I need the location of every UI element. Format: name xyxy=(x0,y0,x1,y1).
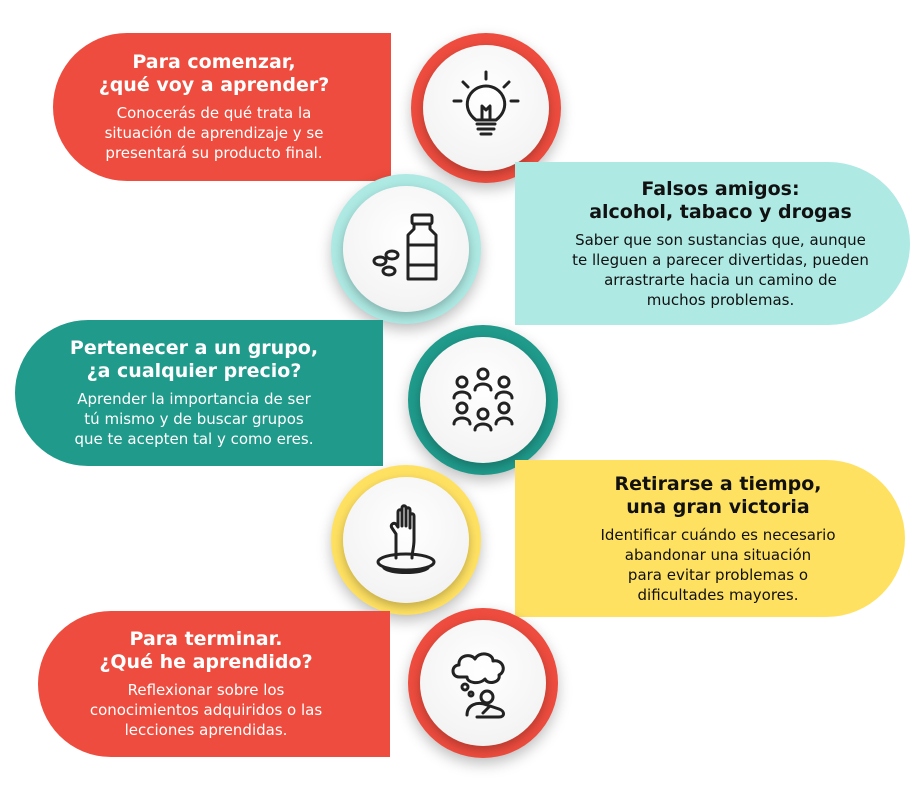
step-5-text: Reflexionar sobre los conocimientos adqu… xyxy=(89,681,323,739)
step-3-icon-disc xyxy=(420,337,546,463)
step-2-title: Falsos amigos: alcohol, tabaco y drogas xyxy=(589,177,852,223)
step-2-icon-disc xyxy=(343,186,469,312)
lightbulb-icon xyxy=(452,70,520,136)
medicine-bottle-pills-icon xyxy=(372,213,438,281)
step-5-icon-disc xyxy=(420,620,546,746)
step-1-bubble: Para comenzar, ¿qué voy a aprender? Cono… xyxy=(53,33,391,181)
step-1-icon-disc xyxy=(423,45,549,171)
step-3-title: Pertenecer a un grupo, ¿a cualquier prec… xyxy=(69,337,319,382)
thinking-person-icon xyxy=(451,652,505,719)
step-4-bubble: Retirarse a tiempo, una gran victoria Id… xyxy=(515,460,905,617)
step-2-text: Saber que son sustancias que, aunque te … xyxy=(572,230,869,309)
step-4-text: Identificar cuándo es necesario abandona… xyxy=(600,525,836,604)
step-5-title: Para terminar. ¿Qué he aprendido? xyxy=(99,628,313,673)
step-4-icon-disc xyxy=(343,477,469,603)
step-5-bubble: Para terminar. ¿Qué he aprendido? Reflex… xyxy=(38,611,390,757)
step-3-bubble: Pertenecer a un grupo, ¿a cualquier prec… xyxy=(15,320,383,466)
group-of-people-icon xyxy=(452,367,514,432)
step-4-title: Retirarse a tiempo, una gran victoria xyxy=(614,472,822,518)
step-2-bubble: Falsos amigos: alcohol, tabaco y drogas … xyxy=(515,162,910,325)
step-1-text: Conocerás de qué trata la situación de a… xyxy=(104,104,324,162)
step-3-text: Aprender la importancia de ser tú mismo … xyxy=(74,390,314,448)
step-1-title: Para comenzar, ¿qué voy a aprender? xyxy=(98,51,330,96)
sinking-hand-icon xyxy=(376,504,436,574)
